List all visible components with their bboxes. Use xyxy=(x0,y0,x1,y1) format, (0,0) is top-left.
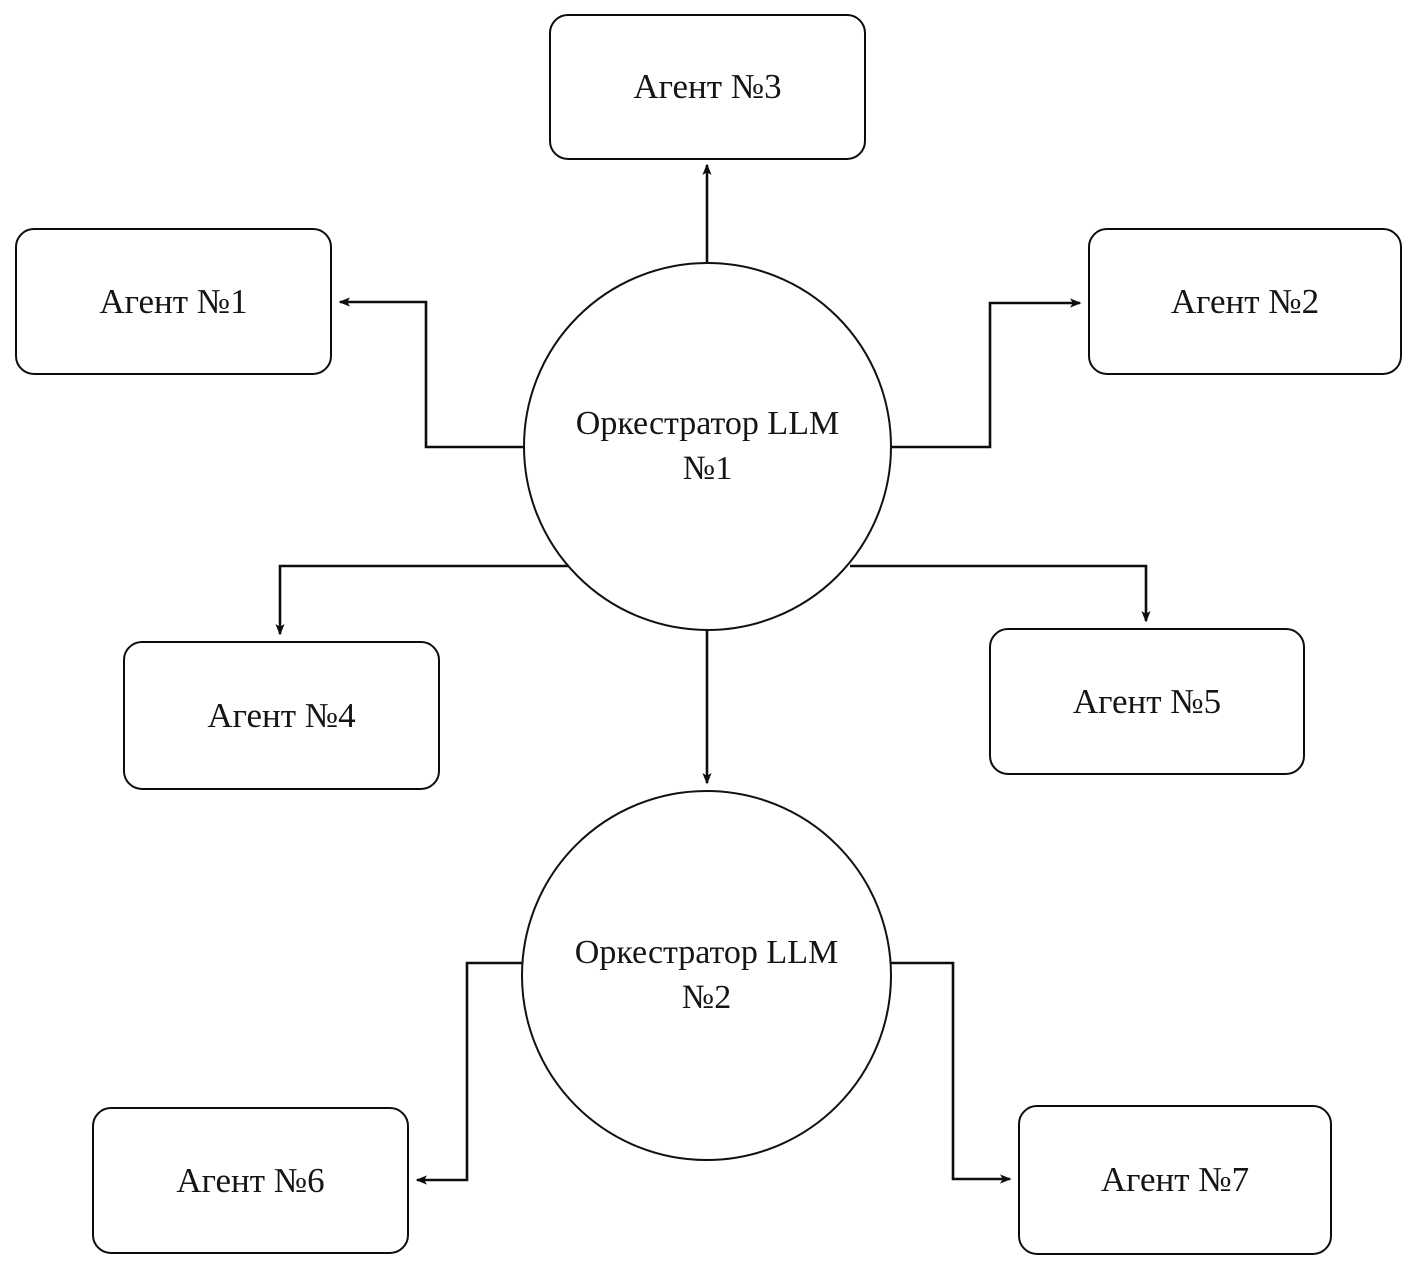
edge-orchestrator1-to-agent2 xyxy=(891,298,1082,449)
node-agent-1[interactable]: Агент №1 xyxy=(15,228,332,375)
node-label-agent-2: Агент №2 xyxy=(1170,281,1320,321)
node-agent-5[interactable]: Агент №5 xyxy=(989,628,1305,775)
node-label-agent-4: Агент №4 xyxy=(207,695,356,735)
edge-orchestrator1-to-agent5 xyxy=(850,564,1151,623)
node-label-agent-3: Агент №3 xyxy=(633,67,782,107)
node-agent-2[interactable]: Агент №2 xyxy=(1088,228,1402,375)
edge-orchestrator2-to-agent6 xyxy=(415,961,523,1185)
node-agent-3[interactable]: Агент №3 xyxy=(549,14,866,160)
node-label-agent-5: Агент №5 xyxy=(1072,681,1222,721)
node-orchestrator-2[interactable]: Оркестратор LLM №2 xyxy=(521,790,892,1161)
node-label-agent-6: Агент №6 xyxy=(176,1160,325,1200)
node-label-agent-7: Агент №7 xyxy=(1100,1160,1250,1200)
edge-orchestrator1-to-agent1 xyxy=(338,297,524,449)
node-agent-7[interactable]: Агент №7 xyxy=(1018,1105,1332,1255)
edge-orchestrator2-to-agent7 xyxy=(891,961,1012,1184)
node-label-orchestrator-1: Оркестратор LLM №1 xyxy=(575,405,840,487)
node-orchestrator-1[interactable]: Оркестратор LLM №1 xyxy=(523,262,892,631)
node-agent-6[interactable]: Агент №6 xyxy=(92,1107,409,1254)
node-label-agent-1: Агент №1 xyxy=(99,281,248,321)
node-agent-4[interactable]: Агент №4 xyxy=(123,641,440,790)
node-label-orchestrator-2: Оркестратор LLM №2 xyxy=(574,934,839,1016)
